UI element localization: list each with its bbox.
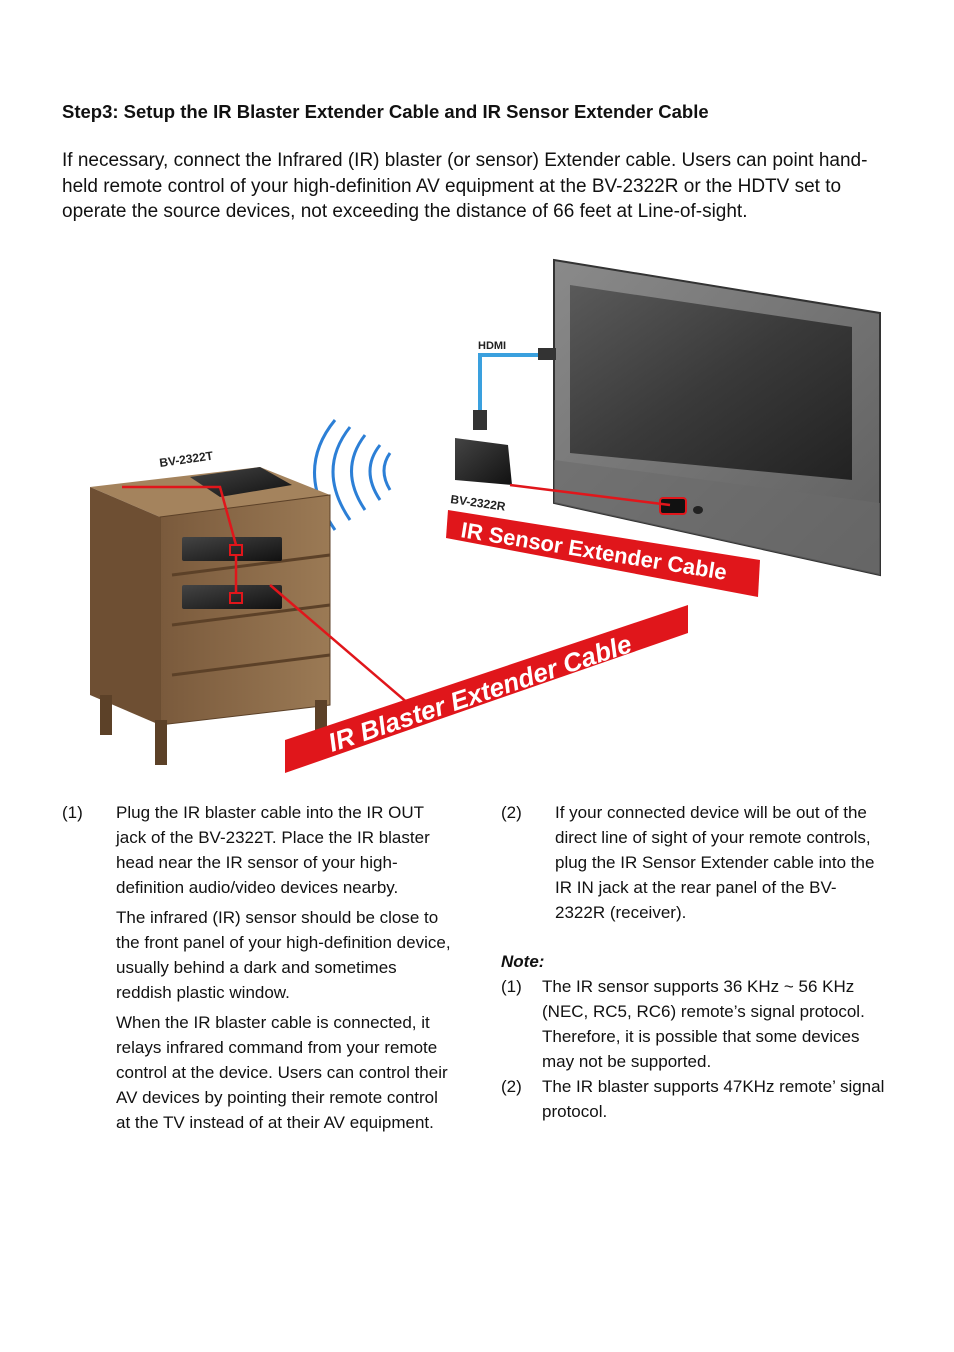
note-number: (1) (501, 977, 522, 996)
intro-paragraph: If necessary, connect the Infrared (IR) … (62, 150, 868, 222)
hdmi-label: HDMI (478, 340, 506, 352)
step-1-column: (1) Plug the IR blaster cable into the I… (62, 800, 462, 1135)
av-cabinet (90, 467, 331, 765)
receiver-label: BV-2322R (450, 492, 507, 514)
step-2-paragraph: If your connected device will be out of … (555, 803, 875, 922)
note-text: The IR blaster supports 47KHz remote’ si… (542, 1077, 885, 1121)
hdmi-cable: HDMI (473, 340, 556, 430)
setup-diagram: HDMI BV-2322R IR Sensor Extender Cable (60, 255, 890, 780)
note-title: Note: (501, 952, 545, 971)
ir-signal-waves (313, 419, 392, 531)
av-devices (182, 537, 282, 609)
tv-ir-window (659, 497, 687, 515)
note-item-1: (1) The IR sensor supports 36 KHz ~ 56 K… (501, 974, 901, 1074)
ir-sensor-cable (509, 483, 671, 507)
ir-blaster-cables (122, 485, 411, 706)
step-2-column: (2) If your connected device will be out… (501, 800, 901, 1124)
step-number: (1) (62, 803, 83, 822)
transmitter-label: BV-2322T (158, 448, 214, 469)
step-2: (2) If your connected device will be out… (501, 800, 901, 925)
step-1-paragraph-3: When the IR blaster cable is connected, … (116, 1013, 448, 1132)
note-text: The IR sensor supports 36 KHz ~ 56 KHz (… (542, 977, 865, 1071)
step-1-paragraph-2: The infrared (IR) sensor should be close… (116, 908, 451, 1002)
page-heading: Step3: Setup the IR Blaster Extender Cab… (62, 101, 709, 122)
ir-blaster-banner-text: IR Blaster Extender Cable (324, 628, 635, 757)
step-number: (2) (501, 803, 522, 822)
note-number: (2) (501, 1077, 522, 1096)
step-1-paragraph-1: Plug the IR blaster cable into the IR OU… (116, 803, 430, 897)
note-item-2: (2) The IR blaster supports 47KHz remote… (501, 1074, 901, 1124)
step-1: (1) Plug the IR blaster cable into the I… (62, 800, 462, 1135)
receiver-device: BV-2322R (450, 438, 512, 514)
ir-blaster-banner: IR Blaster Extender Cable (285, 605, 688, 773)
hdtv (553, 258, 881, 577)
